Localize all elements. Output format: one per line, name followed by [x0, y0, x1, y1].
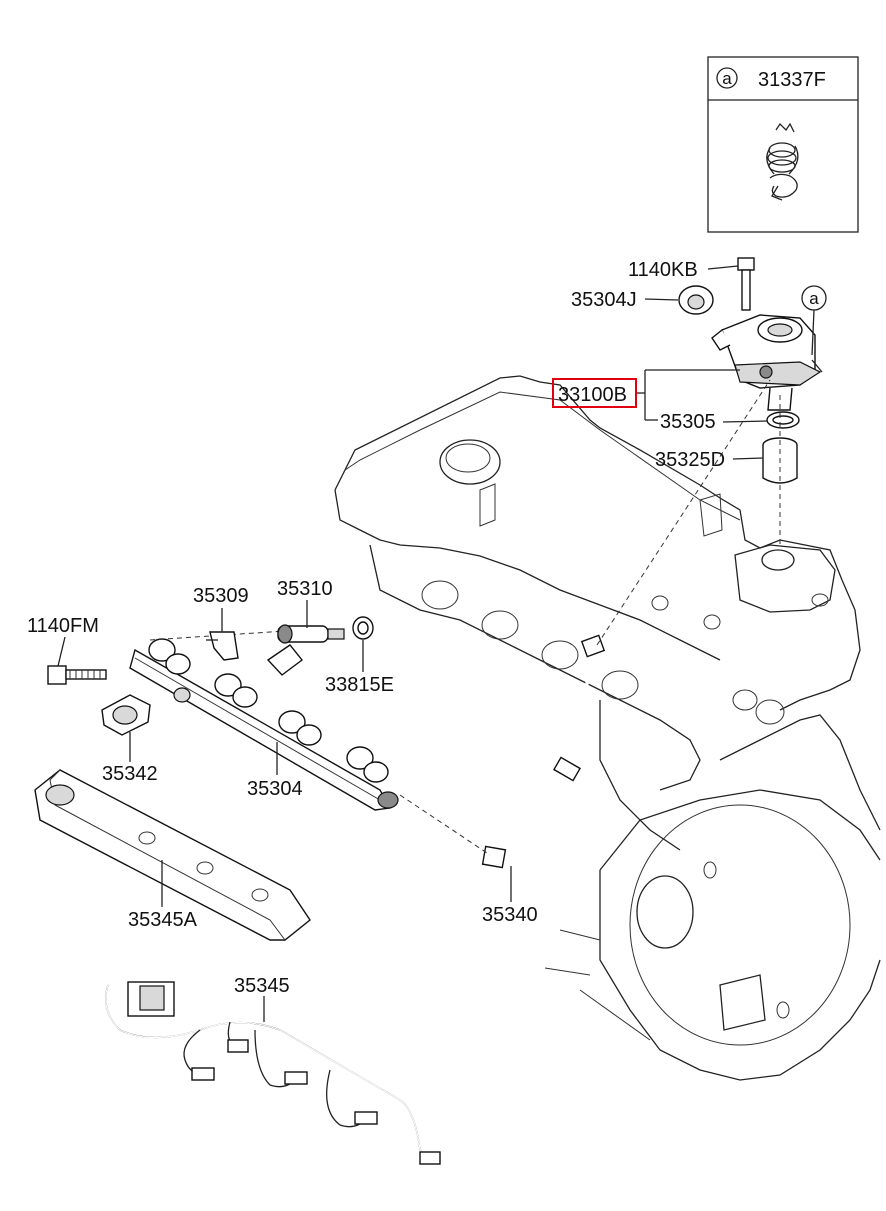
inset-part-number: 31337F: [758, 69, 826, 91]
injector-parts-drawing: [47, 616, 374, 736]
fuel-line-drawing: [399, 379, 771, 869]
fuel-pump-drawing: a: [678, 257, 827, 545]
part-labels: 1140KB 35304J 33100B 35305 35325D 35309 …: [27, 259, 725, 997]
label-35309: 35309: [193, 585, 249, 607]
label-1140KB: 1140KB: [628, 259, 698, 281]
label-35310: 35310: [277, 578, 333, 600]
label-35305: 35305: [660, 411, 716, 433]
callout-marker-a: a: [809, 289, 819, 308]
label-35345: 35345: [234, 975, 290, 997]
clip-spring-drawing: [766, 122, 799, 201]
leader-lines: [57, 265, 768, 1022]
engine-block-drawing: [334, 375, 881, 1081]
label-35304: 35304: [247, 778, 303, 800]
label-33815E: 33815E: [325, 674, 394, 696]
label-35325D: 35325D: [655, 449, 725, 471]
highlight-box-33100B: [552, 378, 637, 408]
label-33100B: 33100B: [558, 384, 627, 406]
label-35304J: 35304J: [571, 289, 637, 311]
inset-box: a 31337F: [707, 56, 859, 233]
label-35345A: 35345A: [128, 909, 198, 931]
wiring-harness-drawing: [105, 981, 441, 1165]
inset-circle-letter: a: [722, 69, 732, 88]
label-35340: 35340: [482, 904, 538, 926]
label-1140FM: 1140FM: [27, 615, 99, 637]
rail-cover-drawing: [34, 769, 311, 941]
label-35342: 35342: [102, 763, 158, 785]
